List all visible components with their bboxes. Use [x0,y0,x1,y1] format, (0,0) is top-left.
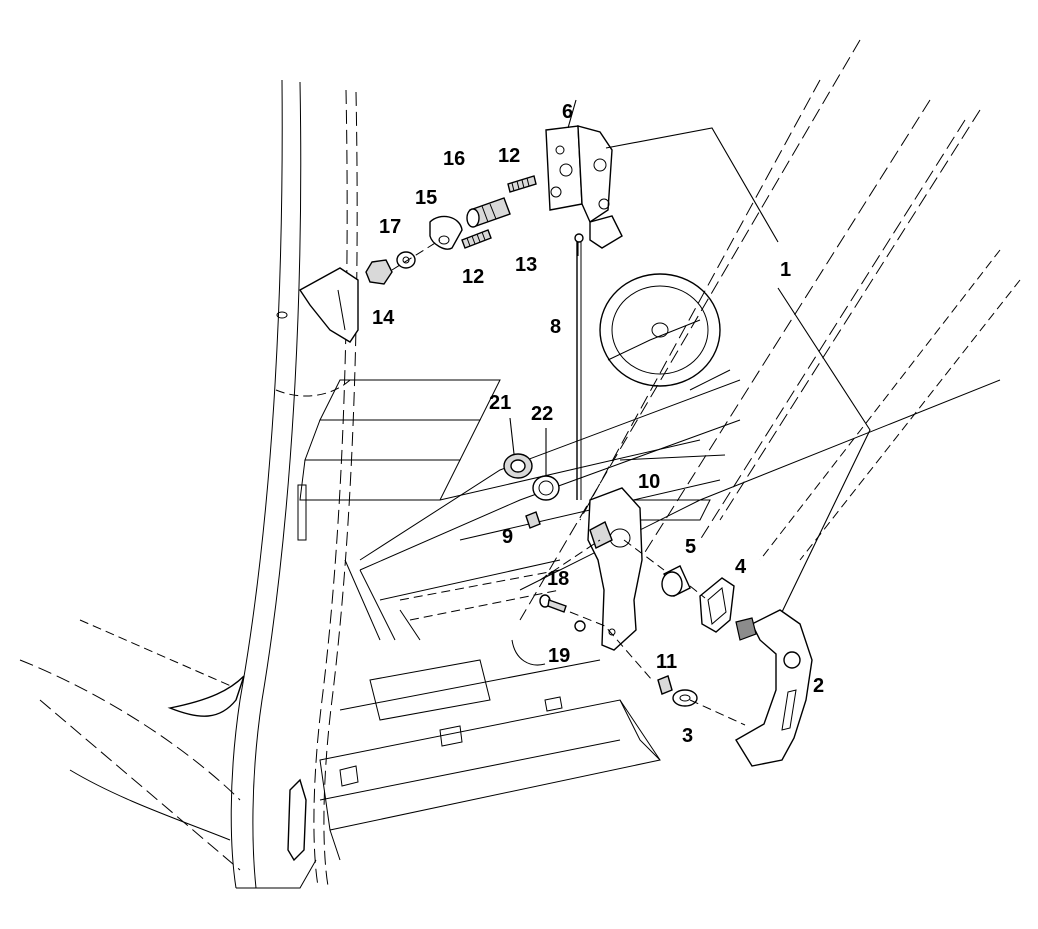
callout-9: 9 [502,526,513,548]
screw-part-18 [539,594,567,613]
callout-10: 10 [638,471,660,493]
callout-3: 3 [682,725,693,747]
assembly-axes [391,239,746,726]
callout-16: 16 [443,148,465,170]
callout-17: 17 [379,216,401,238]
frame-rails [299,379,741,641]
clip-part-15 [429,215,463,250]
screw-part-12-upper [507,175,537,193]
callout-12-lower: 12 [462,266,484,288]
washer-part-22 [532,475,560,501]
connecting-rod-part-8 [574,233,584,500]
cab-frame-background [19,39,1021,889]
washer-part-19 [574,620,586,632]
door-handle-part-2 [735,609,813,767]
callout-22: 22 [531,403,553,425]
callout-19: 19 [548,645,570,667]
leader-lines [509,99,871,613]
clip-part-9 [525,511,541,529]
washer-part-3 [672,689,698,707]
bushing-part-11 [657,675,673,695]
callout-8: 8 [550,316,561,338]
callout-18: 18 [547,568,569,590]
callout-5: 5 [685,536,696,558]
callout-4: 4 [735,556,747,578]
callout-15: 15 [415,187,437,209]
callouts: 1 2 3 4 5 6 8 9 10 11 12 12 13 14 15 16 … [372,101,824,747]
bracket-part-10 [587,487,643,651]
callout-6: 6 [562,101,573,123]
nut-part-21 [503,453,533,479]
nut-part-14 [365,259,393,285]
callout-12-upper: 12 [498,145,520,167]
callout-1: 1 [780,259,791,281]
callout-11: 11 [656,651,677,673]
speaker-background [599,273,731,391]
lock-cylinder-part-16 [466,197,511,228]
escutcheon-part-4 [699,577,735,633]
lock-mechanism-part-6 [545,125,623,249]
screw-part-12-lower [461,229,492,249]
washer-part-17 [396,251,416,269]
callout-13: 13 [515,254,537,276]
callout-21: 21 [489,392,511,414]
bushing-part-5 [661,565,691,597]
callout-14: 14 [372,307,395,329]
callout-2: 2 [813,675,824,697]
